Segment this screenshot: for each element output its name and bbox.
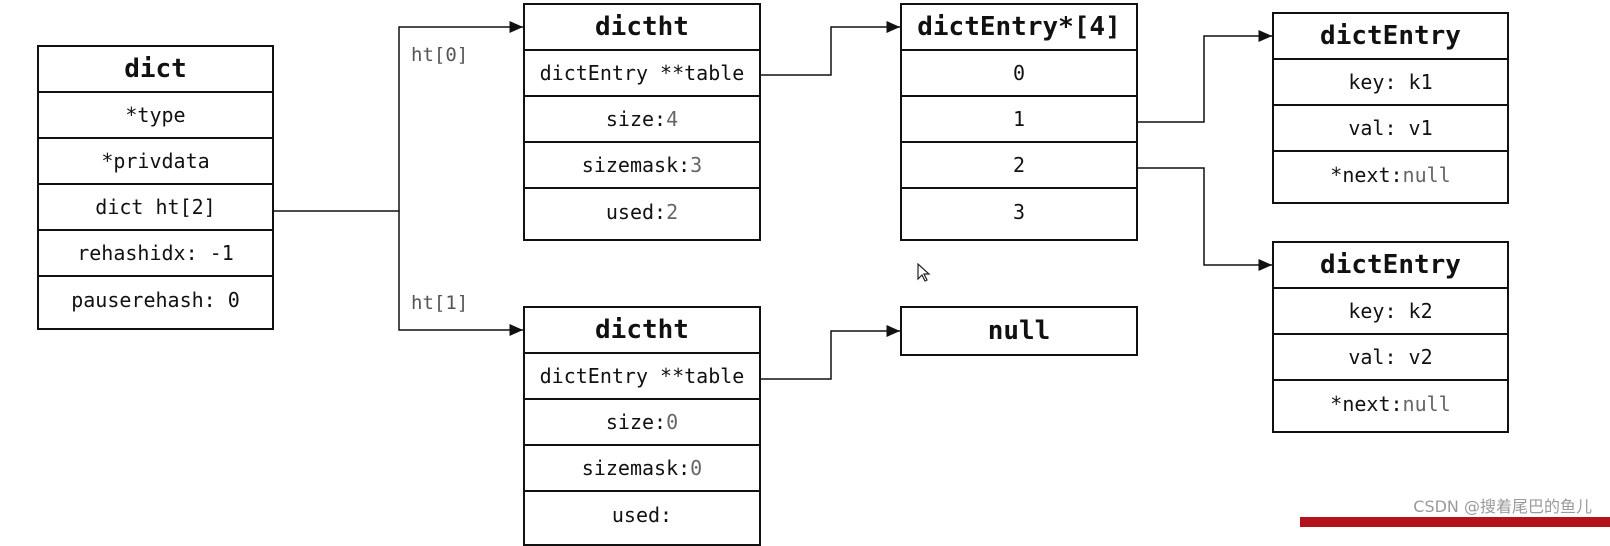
dictht-0-used: used: 2	[605, 200, 679, 224]
ht0-label: ht[0]	[411, 44, 469, 66]
dictht-1-title: dictht	[525, 308, 759, 354]
dict-struct: dict *type *privdata dict ht[2] rehashid…	[37, 45, 274, 330]
dictht-0-sizemask: sizemask: 3	[525, 143, 759, 189]
dict-field-privdata: *privdata	[39, 139, 272, 185]
dictht-1-table: dictEntry **table	[525, 354, 759, 400]
video-caption-bar	[1300, 517, 1610, 527]
dict-entry-k1-title: dictEntry	[1274, 14, 1507, 60]
ht1-label: ht[1]	[411, 292, 469, 314]
arrow-ht0	[272, 21, 523, 212]
dictht-1-size: size: 0	[525, 400, 759, 446]
bucket-array: dictEntry*[4] 0 1 2 3	[900, 3, 1138, 241]
dictht-0: dictht dictEntry **table size: 4 sizemas…	[523, 3, 761, 241]
arrow-slot1	[1136, 30, 1272, 123]
arrow-ht1	[398, 211, 523, 336]
mouse-cursor-icon	[917, 263, 931, 282]
dict-entry-k1: dictEntry key: k1 val: v1 *next: null	[1272, 12, 1509, 204]
arrow-table0	[759, 21, 900, 76]
arrow-slot2	[1136, 167, 1272, 271]
null-table: null	[900, 306, 1138, 356]
bucket-slot-2: 2	[902, 143, 1136, 189]
dict-entry-k1-key: key: k1	[1274, 60, 1507, 106]
dictht-0-table: dictEntry **table	[525, 51, 759, 97]
dict-entry-k2: dictEntry key: k2 val: v2 *next: null	[1272, 241, 1509, 433]
dict-entry-k2-next: *next: null	[1330, 392, 1451, 416]
watermark: CSDN @搜着尾巴的鱼儿	[1413, 497, 1592, 516]
arrow-table1	[759, 325, 900, 380]
bucket-slot-1: 1	[902, 97, 1136, 143]
dict-entry-k2-val: val: v2	[1274, 335, 1507, 381]
dictht-1: dictht dictEntry **table size: 0 sizemas…	[523, 306, 761, 546]
dict-field-rehashidx: rehashidx: -1	[39, 231, 272, 277]
dictht-0-size: size: 4	[525, 97, 759, 143]
connector-lines	[272, 21, 1272, 380]
dict-field-type: *type	[39, 93, 272, 139]
dictht-1-sizemask: sizemask: 0	[525, 446, 759, 492]
dictht-0-title: dictht	[525, 5, 759, 51]
dict-field-ht: dict ht[2]	[39, 185, 272, 231]
dict-entry-k2-key: key: k2	[1274, 289, 1507, 335]
bucket-slot-3: 3	[1012, 200, 1026, 224]
bucket-array-title: dictEntry*[4]	[902, 5, 1136, 51]
dict-title: dict	[39, 47, 272, 93]
dict-entry-k1-next: *next: null	[1330, 163, 1451, 187]
dict-entry-k1-val: val: v1	[1274, 106, 1507, 152]
null-table-label: null	[987, 315, 1051, 346]
bucket-slot-0: 0	[902, 51, 1136, 97]
dict-entry-k2-title: dictEntry	[1274, 243, 1507, 289]
dict-field-pauserehash: pauserehash: 0	[71, 288, 240, 312]
dictht-1-used: used:	[611, 503, 673, 527]
